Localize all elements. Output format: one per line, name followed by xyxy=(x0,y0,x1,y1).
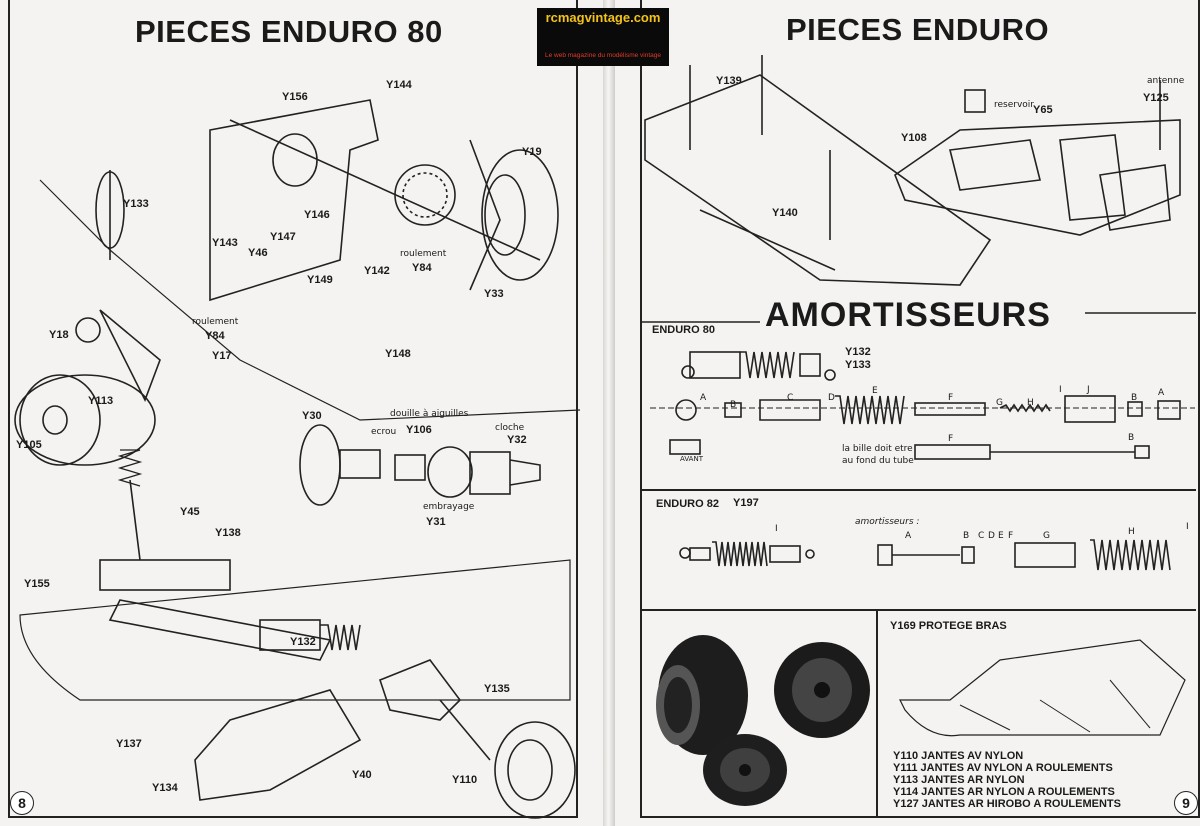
shock-letter: B xyxy=(963,531,970,541)
rim-list-item: Y110 JANTES AV NYLON xyxy=(893,750,1024,762)
rim-list-item: Y111 JANTES AV NYLON A ROULEMENTS xyxy=(893,762,1113,774)
part-label: Y113 xyxy=(88,395,114,407)
part-label: Y17 xyxy=(212,350,232,362)
shock-letter: D xyxy=(828,393,835,403)
part-label: Y105 xyxy=(16,439,42,451)
part-label: Y30 xyxy=(302,410,322,422)
enduro82-part: Y197 xyxy=(733,497,759,509)
shock-letter: G xyxy=(1043,531,1050,541)
shock-note-line2: au fond du tube xyxy=(842,456,914,466)
part-label: Y110 xyxy=(452,774,478,786)
part-label: Y140 xyxy=(772,207,798,219)
part-label: Y146 xyxy=(304,209,330,221)
part-label: Y142 xyxy=(364,265,390,277)
part-label: Y137 xyxy=(116,738,142,750)
shock-letter: E xyxy=(872,386,878,396)
part-label: Y125 xyxy=(1143,92,1169,104)
handwritten-note: reservoir xyxy=(994,100,1034,110)
shock-note-line1: la bille doit etre xyxy=(842,444,913,454)
book-gutter xyxy=(603,0,615,826)
left-page-frame xyxy=(8,0,578,818)
part-label: Y32 xyxy=(507,434,527,446)
enduro80-label: ENDURO 80 xyxy=(652,324,715,336)
part-label: Y40 xyxy=(352,769,372,781)
left-page-number: 8 xyxy=(10,791,34,815)
shock-letter: I xyxy=(1059,385,1062,395)
handwritten-note: roulement xyxy=(192,317,239,327)
shock-letter: E xyxy=(998,531,1004,541)
right-page-title: PIECES ENDURO xyxy=(786,12,1050,47)
handwritten-note: roulement xyxy=(400,249,447,259)
logo-subtitle: Le web magazine du modélisme vintage xyxy=(545,52,661,59)
handwritten-note: cloche xyxy=(495,423,525,433)
handwritten-note: antenne xyxy=(1147,76,1185,86)
enduro80-parts: Y132 Y133 xyxy=(845,346,871,371)
enduro82-sub: amortisseurs : xyxy=(855,517,920,527)
shock-letter: H xyxy=(1027,398,1034,408)
shock-letter: I xyxy=(775,524,778,534)
part-label: Y156 xyxy=(282,91,308,103)
part-label: Y155 xyxy=(24,578,50,590)
part-label: Y138 xyxy=(215,527,241,539)
shock-letter: B xyxy=(1131,393,1138,403)
shock-letter: C xyxy=(978,531,985,541)
shock-letter: H xyxy=(1128,527,1135,537)
part-label: Y143 xyxy=(212,237,238,249)
part-label: Y108 xyxy=(901,132,927,144)
amortisseurs-title: AMORTISSEURS xyxy=(765,296,1051,334)
part-label: Y106 xyxy=(406,424,432,436)
rim-list-item: Y127 JANTES AR HIROBO A ROULEMENTS xyxy=(893,798,1121,810)
part-label: Y84 xyxy=(205,330,225,342)
shock-letter: C xyxy=(787,393,794,403)
right-page-number: 9 xyxy=(1174,791,1198,815)
shock-letter: F xyxy=(948,393,954,403)
part-label: Y134 xyxy=(152,782,178,794)
part-label: Y133 xyxy=(123,198,149,210)
shock-letter: D xyxy=(988,531,995,541)
handwritten-note: ecrou xyxy=(371,427,397,437)
shock-letter: F xyxy=(948,434,954,444)
shock-letter: B xyxy=(1128,433,1135,443)
part-label: Y148 xyxy=(385,348,411,360)
protege-bras-title: Y169 PROTEGE BRAS xyxy=(890,620,1007,632)
part-label: Y31 xyxy=(426,516,446,528)
part-label: Y65 xyxy=(1033,104,1053,116)
shock-letter: I xyxy=(1186,522,1189,532)
part-label: Y147 xyxy=(270,231,296,243)
shock-letter: A xyxy=(1158,388,1165,398)
shock-letter: B xyxy=(730,400,737,410)
part-label: Y45 xyxy=(180,506,200,518)
shock-letter: G xyxy=(996,398,1003,408)
part-label: Y46 xyxy=(248,247,268,259)
part-label: Y132 xyxy=(290,636,316,648)
left-page-title: PIECES ENDURO 80 xyxy=(135,14,443,49)
shock-letter: F xyxy=(1008,531,1014,541)
part-label: Y139 xyxy=(716,75,742,87)
part-label: Y19 xyxy=(522,146,542,158)
handwritten-note: embrayage xyxy=(423,502,475,512)
shock-letter: A xyxy=(700,393,707,403)
right-page-frame xyxy=(640,0,1200,818)
part-label: Y135 xyxy=(484,683,510,695)
tag-front: AVANT xyxy=(680,455,703,463)
part-label: Y149 xyxy=(307,274,333,286)
part-label: Y144 xyxy=(386,79,412,91)
handwritten-note: douille à aiguilles xyxy=(390,409,469,419)
part-label: Y84 xyxy=(412,262,432,274)
rim-list-item: Y114 JANTES AR NYLON A ROULEMENTS xyxy=(893,786,1115,798)
rim-list-item: Y113 JANTES AR NYLON xyxy=(893,774,1025,786)
part-label: Y33 xyxy=(484,288,504,300)
part-label: Y18 xyxy=(49,329,69,341)
enduro82-label: ENDURO 82 xyxy=(656,498,719,510)
site-logo[interactable]: rcmagvintage.com Le web magazine du modé… xyxy=(537,8,669,66)
logo-title: rcmagvintage.com xyxy=(545,10,661,25)
shock-letter: A xyxy=(905,531,912,541)
shock-letter: J xyxy=(1087,385,1090,395)
rim-parts-list: Y110 JANTES AV NYLON Y111 JANTES AV NYLO… xyxy=(893,750,1121,810)
